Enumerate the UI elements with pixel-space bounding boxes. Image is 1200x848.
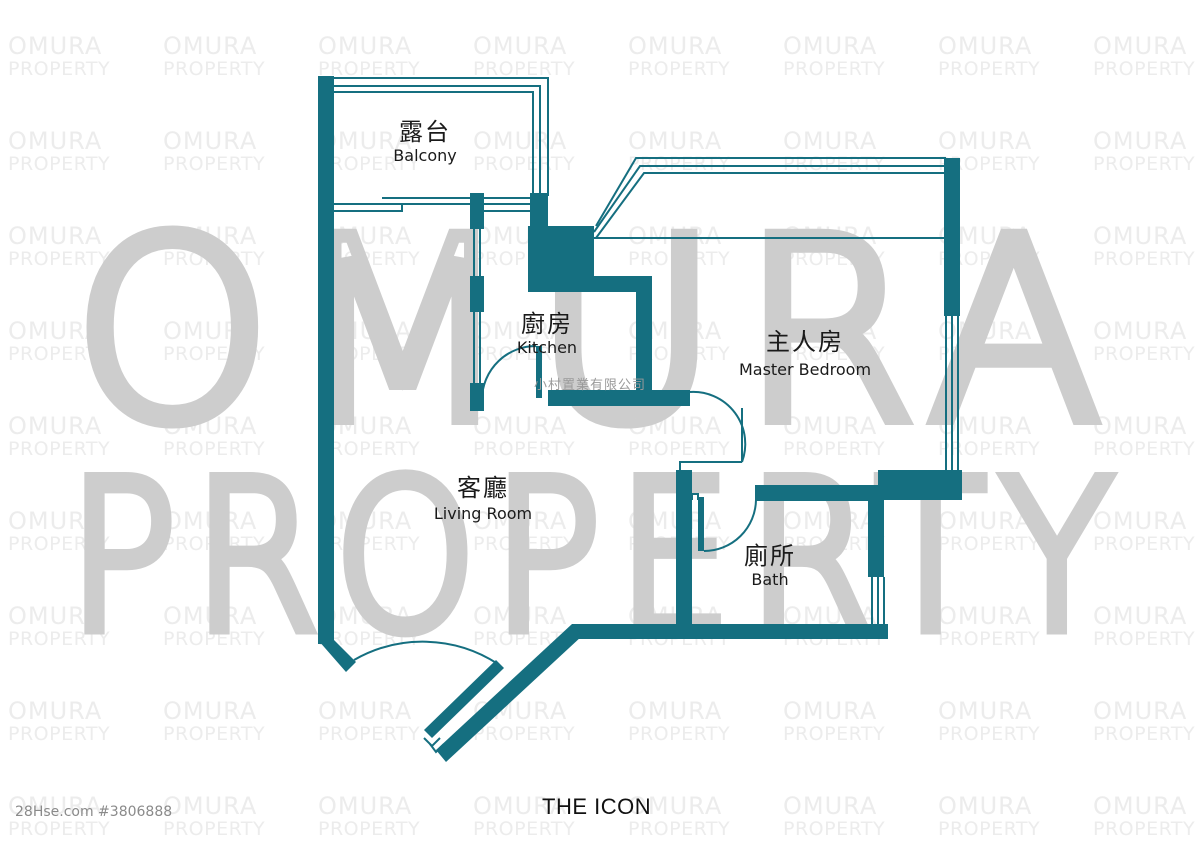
wall-left-outer: [318, 76, 334, 644]
wall-post-3: [470, 383, 484, 411]
room-name-en: Kitchen: [516, 338, 578, 357]
room-label-living-room: 客廳 Living Room: [434, 474, 532, 524]
bath-door-arc: [703, 499, 757, 552]
source-reference: 28Hse.com #3806888: [15, 804, 173, 820]
kitchen-door-arc: [481, 345, 537, 399]
wall-balcony-column: [530, 193, 548, 233]
room-name-zh: 客廳: [457, 474, 509, 502]
room-label-balcony: 露台 Balcony: [393, 118, 456, 166]
wall-entry-diagonal: [436, 624, 582, 762]
room-name-zh: 廁所: [744, 542, 796, 570]
wall-bath-left: [676, 470, 692, 630]
agency-name: 小村置業有限公司: [534, 378, 647, 393]
bath-door-jamb: [698, 497, 704, 551]
wall-bath-top-right: [878, 470, 962, 500]
wall-bottom: [572, 624, 888, 639]
room-label-master-bedroom: 主人房 Master Bedroom: [739, 328, 871, 380]
wall-kitchen-right: [636, 276, 652, 402]
room-name-en: Master Bedroom: [738, 360, 872, 379]
wall-bath-right: [868, 485, 884, 577]
room-name-zh: 廚房: [520, 310, 573, 338]
wall-bath-top: [755, 485, 883, 501]
room-label-kitchen: 廚房 Kitchen: [517, 310, 577, 358]
window-lines: [334, 77, 959, 754]
room-name-en: Living Room: [433, 504, 533, 523]
wall-bedroom-right: [944, 158, 960, 316]
bedroom-door-arc: [689, 390, 747, 463]
wall-post-1: [470, 193, 484, 229]
project-name: THE ICON: [542, 794, 652, 819]
wall-kitchen-bottom: [548, 390, 690, 406]
wall-post-2: [470, 276, 484, 312]
room-name-zh: 主人房: [766, 328, 844, 356]
door-swings: [353, 345, 757, 665]
room-label-bath: 廁所 Bath: [744, 542, 796, 590]
entry-door-panel: [424, 660, 504, 738]
room-name-zh: 露台: [398, 118, 451, 146]
walls: [318, 76, 962, 762]
kitchen-door-jamb: [536, 346, 542, 398]
room-name-en: Balcony: [393, 146, 457, 165]
wall-core-block: [528, 226, 594, 292]
wall-entry-bevel: [318, 640, 356, 672]
room-name-en: Bath: [751, 570, 789, 589]
entry-door-arc: [353, 640, 499, 665]
